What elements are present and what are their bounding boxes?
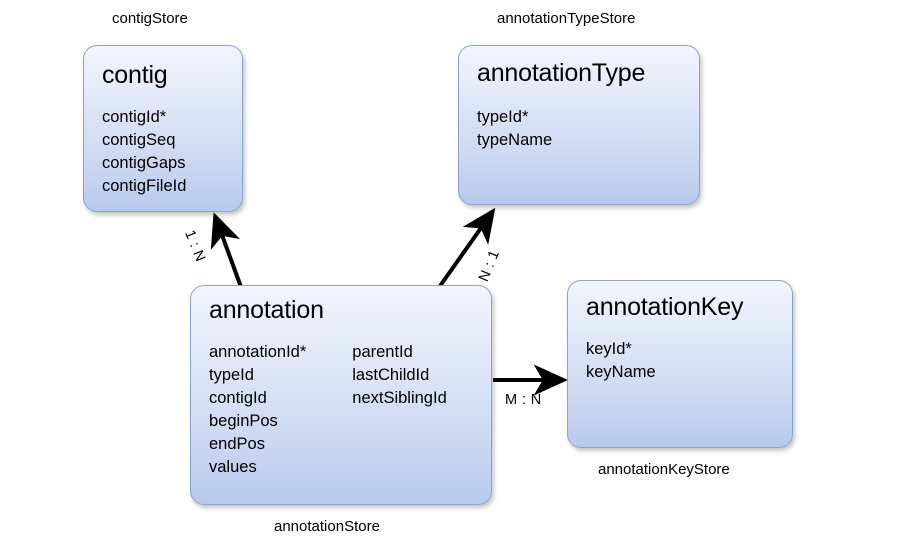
- field-beginpos: beginPos: [209, 412, 278, 430]
- edge-annotation-contig: [210, 212, 243, 288]
- field-nextsiblingid: nextSiblingId: [352, 389, 447, 407]
- field-typeid: typeId: [209, 366, 254, 384]
- field-contiggaps: contigGaps: [102, 154, 186, 172]
- edge-label-one-to-n: 1 : N: [181, 228, 209, 265]
- field-contigfileid: contigFileId: [102, 177, 187, 195]
- entity-annotation[interactable]: annotation annotationId* typeId contigId…: [190, 285, 492, 505]
- field-column-left: annotationId* typeId contigId beginPos e…: [209, 341, 306, 479]
- field-column: keyId* keyName: [586, 338, 656, 384]
- field-contigid: contigId*: [102, 108, 167, 126]
- field-typeid: typeId*: [477, 108, 529, 126]
- field-endpos: endPos: [209, 435, 265, 453]
- caption-annotationtypestore: annotationTypeStore: [497, 10, 636, 27]
- caption-annotationstore: annotationStore: [274, 518, 380, 535]
- field-lastchildid: lastChildId: [352, 366, 430, 384]
- caption-contigstore: contigStore: [112, 10, 188, 27]
- column-spacer: [306, 341, 352, 479]
- entity-annotationtype[interactable]: annotationType typeId* typeName: [458, 45, 700, 205]
- edge-label-n-to-one: N : 1: [476, 247, 504, 284]
- entity-fields-annotationtype: typeId* typeName: [477, 106, 552, 152]
- entity-title-annotationtype: annotationType: [477, 59, 646, 87]
- edge-label-m-to-n: M : N: [505, 392, 542, 408]
- field-annotationid: annotationId*: [209, 343, 307, 361]
- field-column: typeId* typeName: [477, 106, 552, 152]
- field-keyname: keyName: [586, 363, 656, 381]
- entity-title-annotation: annotation: [209, 296, 324, 324]
- entity-fields-annotation: annotationId* typeId contigId beginPos e…: [209, 341, 447, 479]
- field-values: values: [209, 458, 257, 476]
- field-contigid: contigId: [209, 389, 267, 407]
- entity-fields-annotationkey: keyId* keyName: [586, 338, 656, 384]
- field-contigseq: contigSeq: [102, 131, 176, 149]
- field-column: contigId* contigSeq contigGaps contigFil…: [102, 106, 186, 198]
- entity-fields-contig: contigId* contigSeq contigGaps contigFil…: [102, 106, 186, 198]
- field-keyid: keyId*: [586, 340, 632, 358]
- field-column-right: parentId lastChildId nextSiblingId: [352, 341, 446, 479]
- field-parentid: parentId: [352, 343, 413, 361]
- entity-title-annotationkey: annotationKey: [586, 293, 744, 321]
- entity-title-contig: contig: [102, 61, 168, 89]
- entity-contig[interactable]: contig contigId* contigSeq contigGaps co…: [83, 45, 243, 212]
- field-typename: typeName: [477, 131, 553, 149]
- entity-annotationkey[interactable]: annotationKey keyId* keyName: [567, 280, 793, 448]
- caption-annotationkeystore: annotationKeyStore: [598, 461, 730, 478]
